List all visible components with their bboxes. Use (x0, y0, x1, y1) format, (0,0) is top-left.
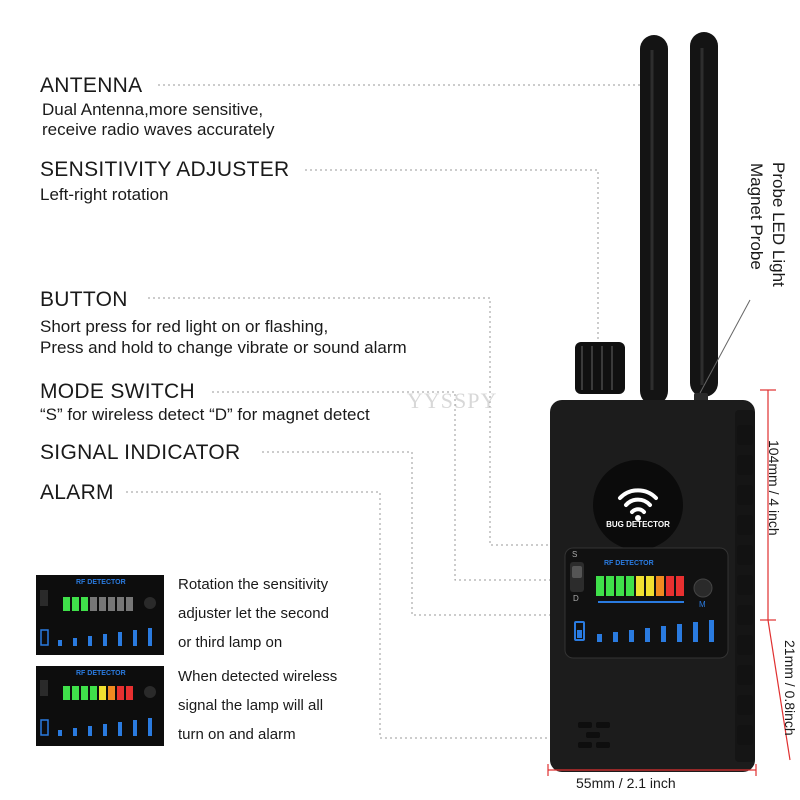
button-desc-line1: Short press for red light on or flashing… (40, 317, 329, 336)
leader-alarm (126, 491, 565, 739)
antenna-desc-line2: receive radio waves accurately (42, 120, 275, 139)
switch-label-d: D (573, 594, 579, 603)
sensitivity-desc: Left-right rotation (40, 185, 169, 204)
antenna-left (640, 35, 668, 405)
antenna-title: ANTENNA (40, 74, 143, 97)
example-panel-1 (36, 575, 164, 655)
button-desc-line2: Press and hold to change vibrate or soun… (40, 338, 407, 357)
mode-switch-desc: “S” for wireless detect “D” for magnet d… (40, 405, 370, 424)
example1-line3: or third lamp on (178, 634, 283, 651)
switch-label-s: S (572, 550, 578, 559)
sensitivity-title: SENSITIVITY ADJUSTER (40, 158, 290, 181)
dimension-lines (547, 389, 791, 776)
m-button-label: M (699, 600, 706, 609)
signal-indicator-title: SIGNAL INDICATOR (40, 441, 241, 464)
width-dimension: 55mm / 2.1 inch (576, 775, 676, 791)
leader-lines (126, 84, 701, 739)
height-dimension: 104mm / 4 inch (766, 440, 782, 536)
leader-signal-indicator (262, 451, 595, 616)
probe-led-label: Probe LED Light (769, 162, 788, 287)
leader-mode-switch (212, 391, 575, 581)
example2-line3: turn on and alarm (178, 726, 296, 743)
signal-bars (597, 620, 714, 642)
led-bar (596, 576, 684, 596)
depth-dimension: 21mm / 0.8inch (782, 640, 798, 736)
wifi-icon (618, 488, 658, 514)
panel-title: RF DETECTOR (604, 560, 654, 567)
example2-line2: signal the lamp will all (178, 697, 324, 714)
mini-panel-title-1: RF DETECTOR (76, 579, 126, 586)
example2-line1: When detected wireless (178, 668, 338, 685)
antenna-right (690, 32, 718, 397)
logo-text: BUG DETECTOR (606, 520, 670, 529)
watermark: YYSSPY (407, 388, 498, 413)
m-button (693, 578, 713, 598)
example1-line1: Rotation the sensitivity (178, 576, 329, 593)
button-title: BUTTON (40, 288, 128, 311)
example-panel-2 (36, 666, 164, 746)
logo-disc (593, 460, 683, 550)
example1-line2: adjuster let the second (178, 605, 329, 622)
antenna-desc-line1: Dual Antenna,more sensitive, (42, 100, 264, 119)
alarm-title: ALARM (40, 481, 114, 504)
speaker-grille (578, 722, 610, 748)
mode-switch-title: MODE SWITCH (40, 380, 195, 403)
leader-sensitivity (305, 169, 599, 345)
mini-panel-title-2: RF DETECTOR (76, 670, 126, 677)
battery-icon (574, 621, 585, 641)
